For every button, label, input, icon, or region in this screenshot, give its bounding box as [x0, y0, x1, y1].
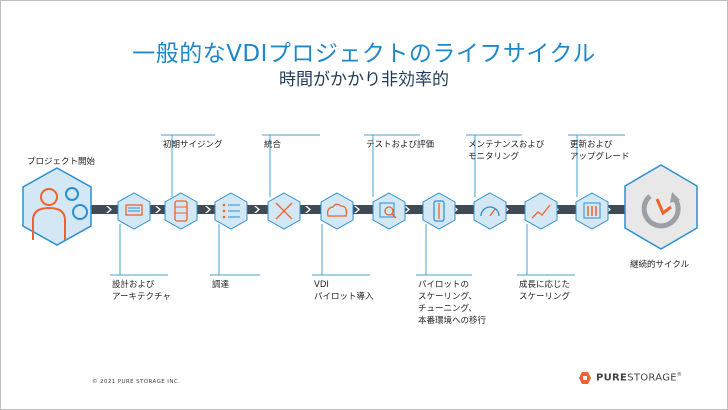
clock-hand-icon: [655, 198, 672, 216]
label-scale: パイロットの スケーリング、 チューニング、 本番環境への移行: [418, 280, 487, 326]
monitor-hexagon: [473, 192, 507, 230]
project-start-hexagon: [22, 167, 92, 246]
magnifier-icon: [384, 206, 394, 216]
step-hexes: [117, 192, 609, 230]
slide-subtitle: 時間がかかり非効率的: [279, 70, 449, 90]
brand-light: STORAGE: [627, 372, 677, 384]
test-hexagon: [372, 192, 406, 230]
label-procure: 調達: [212, 280, 230, 290]
integrate-hexagon: [267, 192, 301, 230]
growth-chart-icon: [531, 204, 551, 219]
procure-hexagon: [214, 192, 248, 230]
gear-icon: [72, 204, 88, 220]
label-upgrade: 更新および アップグレード: [570, 140, 630, 162]
refresh-icon: [641, 194, 681, 229]
cloud-icon: [326, 203, 348, 217]
pure-storage-mark-icon: [579, 372, 591, 384]
label-continuous: 継続的サイクル: [630, 260, 690, 270]
timeline-belt: [80, 205, 635, 214]
slide-title: 一般的なVDIプロジェクトのライフサイクル: [132, 41, 596, 67]
label-pilot: VDI パイロット導入: [314, 280, 374, 302]
label-test: テストおよび評価: [366, 140, 435, 150]
top-tick-lines: [161, 134, 625, 197]
gear-icon: [65, 187, 79, 201]
sizing-hexagon: [164, 192, 198, 230]
label-design: 設計および アーキテクチャ: [112, 280, 171, 302]
design-hexagon: [117, 192, 151, 230]
label-integrate: 統合: [264, 140, 282, 150]
bottom-tick-lines: [110, 224, 575, 276]
label-project-start: プロジェクト開始: [27, 157, 96, 167]
pilot-hexagon: [320, 192, 354, 230]
brand-mark: ®: [676, 372, 683, 379]
label-monitor: メンテナンスおよび モニタリング: [468, 140, 545, 162]
gauge-icon: [480, 206, 500, 217]
copyright-footer: © 2021 PURE STORAGE INC.: [92, 379, 181, 385]
continuous-cycle-hexagon: [624, 164, 698, 250]
brand-bold: PURE: [596, 372, 628, 384]
label-grow: 成長に応じた スケーリング: [519, 280, 571, 302]
upgrade-hexagon: [575, 192, 609, 230]
pure-storage-logo: PURESTORAGE®: [578, 371, 682, 385]
grow-hexagon: [524, 192, 558, 230]
scale-hexagon: [422, 192, 456, 230]
label-sizing: 初期サイジング: [163, 140, 223, 150]
